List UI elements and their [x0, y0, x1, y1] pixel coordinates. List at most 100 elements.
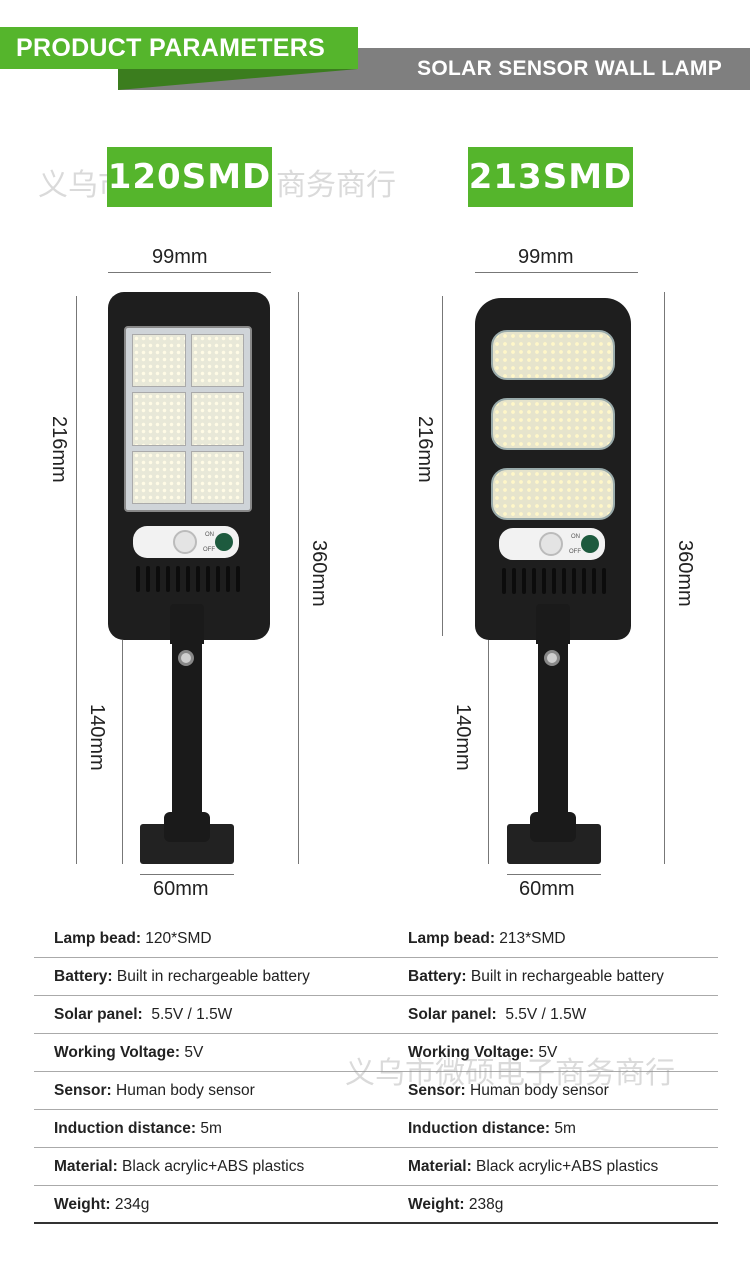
width-dim-left: 99mm	[152, 246, 208, 268]
base-dim-left: 60mm	[153, 878, 209, 900]
base-dim-right: 60mm	[519, 878, 575, 900]
vent-slot	[206, 566, 210, 592]
subtitle-text: SOLAR SENSOR WALL LAMP	[417, 57, 722, 80]
vent-slot	[532, 568, 536, 594]
spec-label: Weight:	[54, 1196, 111, 1213]
spec-value: Built in rechargeable battery	[466, 968, 664, 985]
spec-value: Black acrylic+ABS plastics	[471, 1158, 659, 1175]
mount-arm-left	[172, 640, 202, 840]
total-line-right	[664, 292, 665, 864]
vent-slot	[552, 568, 556, 594]
spec-label: Sensor:	[408, 1082, 466, 1099]
vent-slot	[562, 568, 566, 594]
spec-value: Black acrylic+ABS plastics	[117, 1158, 305, 1175]
spec-cell-right: Lamp bead: 213*SMD	[408, 930, 566, 948]
mount-arm-right	[538, 640, 568, 840]
vent-slot	[582, 568, 586, 594]
led-bar-top	[491, 330, 615, 380]
panel-dim-right: 216mm	[414, 416, 436, 483]
spec-label: Working Voltage:	[54, 1044, 181, 1061]
vent-slot	[512, 568, 516, 594]
vent-slot	[216, 566, 220, 592]
spec-value: 120*SMD	[140, 930, 212, 947]
width-line-right	[475, 272, 638, 273]
bolt-icon	[178, 650, 194, 666]
spec-cell-left: Sensor: Human body sensor	[54, 1082, 255, 1100]
spec-label: Induction distance:	[54, 1120, 197, 1137]
spec-cell-right: Material: Black acrylic+ABS plastics	[408, 1158, 658, 1176]
spec-cell-right: Working Voltage: 5V	[408, 1044, 557, 1062]
arm-line-left	[122, 640, 123, 864]
power-button-icon	[215, 533, 233, 551]
spec-value: 234g	[110, 1196, 150, 1213]
vent-slot	[156, 566, 160, 592]
spec-label: Material:	[54, 1158, 118, 1175]
led-bar-middle	[491, 398, 615, 450]
vent-slot	[226, 566, 230, 592]
vent-slot	[166, 566, 170, 592]
spec-label: Sensor:	[54, 1082, 112, 1099]
on-label: ON	[205, 532, 214, 538]
width-line-left	[108, 272, 271, 273]
spec-value: Human body sensor	[111, 1082, 255, 1099]
spec-cell-right: Induction distance: 5m	[408, 1120, 576, 1138]
spec-value: 5m	[196, 1120, 222, 1137]
base-bracket-left	[164, 812, 210, 842]
vent-slot	[542, 568, 546, 594]
led-module	[132, 392, 186, 446]
base-line-left	[140, 874, 234, 875]
spec-label: Battery:	[408, 968, 467, 985]
spec-value: 5.5V / 1.5W	[142, 1006, 233, 1023]
vent-slot	[522, 568, 526, 594]
spec-cell-left: Induction distance: 5m	[54, 1120, 222, 1138]
vent-slot	[602, 568, 606, 594]
vent-slot	[176, 566, 180, 592]
total-dim-right: 360mm	[674, 540, 696, 607]
panel-dim-left: 216mm	[48, 416, 70, 483]
spec-label: Lamp bead:	[54, 930, 141, 947]
spec-value: Built in rechargeable battery	[112, 968, 310, 985]
bolt-icon	[544, 650, 560, 666]
spec-cell-right: Battery: Built in rechargeable battery	[408, 968, 664, 986]
off-label: OFF	[569, 549, 581, 555]
title-banner: PRODUCT PARAMETERS	[0, 27, 358, 69]
on-label: ON	[571, 534, 580, 540]
spec-label: Induction distance:	[408, 1120, 551, 1137]
spec-cell-left: Lamp bead: 120*SMD	[54, 930, 212, 948]
power-button-icon	[581, 535, 599, 553]
badge-120smd: 120SMD	[107, 147, 272, 207]
spec-cell-right: Weight: 238g	[408, 1196, 503, 1214]
spec-label: Solar panel:	[408, 1006, 497, 1023]
spec-value: 5.5V / 1.5W	[496, 1006, 587, 1023]
spec-value: 5m	[550, 1120, 576, 1137]
spec-cell-left: Solar panel: 5.5V / 1.5W	[54, 1006, 232, 1024]
spec-value: 5V	[180, 1044, 204, 1061]
led-module	[132, 334, 186, 388]
motion-sensor-left: ON OFF	[133, 526, 239, 558]
arm-dim-right: 140mm	[452, 704, 474, 771]
vent-slot	[136, 566, 140, 592]
vent-slot	[146, 566, 150, 592]
spec-row: Weight: 234g Weight: 238g	[34, 1186, 718, 1224]
pir-sensor-icon	[539, 532, 563, 556]
vent-slot	[572, 568, 576, 594]
total-dim-left: 360mm	[308, 540, 330, 607]
spec-cell-left: Material: Black acrylic+ABS plastics	[54, 1158, 304, 1176]
spec-label: Material:	[408, 1158, 472, 1175]
led-panel-left	[124, 326, 252, 512]
base-line-right	[507, 874, 601, 875]
spec-cell-left: Battery: Built in rechargeable battery	[54, 968, 310, 986]
watermark-top-right: 商务商行	[276, 168, 396, 203]
off-label: OFF	[203, 547, 215, 553]
spec-cell-left: Weight: 234g	[54, 1196, 149, 1214]
spec-value: 5V	[534, 1044, 558, 1061]
led-module	[132, 450, 186, 504]
height-line-right-outer	[442, 296, 443, 636]
spec-label: Solar panel:	[54, 1006, 143, 1023]
spec-cell-left: Working Voltage: 5V	[54, 1044, 203, 1062]
